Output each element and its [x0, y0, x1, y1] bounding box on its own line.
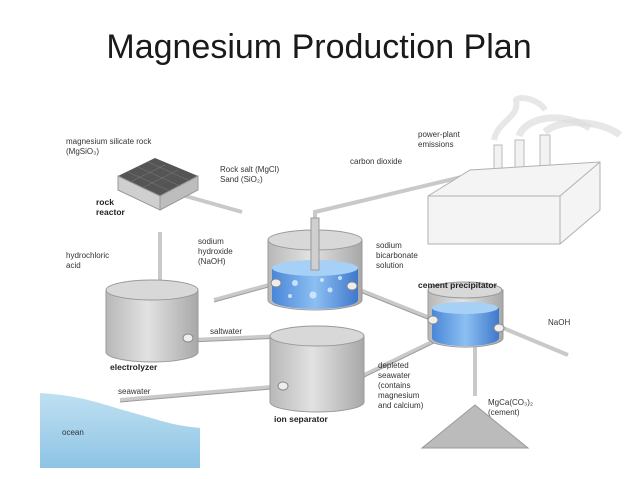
label-naoh-in: sodium	[198, 237, 224, 246]
label-rock-reactor: rock	[96, 197, 114, 207]
electrolyzer-tank	[105, 279, 199, 363]
label-rock-formula: (MgSiO₃)	[66, 147, 99, 156]
label-naoh-in-2: hydroxide	[198, 247, 233, 256]
label-depleted-3: (contains	[378, 381, 410, 390]
label-bicarb-3: solution	[376, 261, 404, 270]
ion-separator-tank	[269, 325, 365, 413]
rock-reactor	[117, 158, 199, 211]
sodium-hydroxide-tank	[267, 217, 363, 311]
label-saltwater: saltwater	[210, 327, 242, 336]
label-carbon-dioxide: carbon dioxide	[350, 157, 403, 166]
label-ocean: ocean	[62, 428, 84, 437]
label-sand: Sand (SiO₂)	[220, 175, 263, 184]
label-bicarb-2: bicarbonate	[376, 251, 418, 260]
label-depleted-2: seawater	[378, 371, 411, 380]
label-rock-reactor-2: reactor	[96, 207, 126, 217]
label-cement-formula: MgCa(CO₃)₂	[488, 398, 533, 407]
cement-precipitator-tank	[427, 281, 505, 348]
label-electrolyzer: electrolyzer	[110, 362, 158, 372]
label-rock: magnesium silicate rock	[66, 137, 152, 146]
ocean-shape	[40, 393, 200, 468]
label-emissions: power-plant	[418, 130, 461, 139]
label-cement: (cement)	[488, 408, 520, 417]
page-title: Magnesium Production Plan	[106, 28, 532, 66]
label-depleted: depleted	[378, 361, 409, 370]
label-depleted-5: and calcium)	[378, 401, 424, 410]
label-emissions-2: emissions	[418, 140, 454, 149]
label-ion-separator: ion separator	[274, 414, 329, 424]
label-naoh-right: NaOH	[548, 318, 570, 327]
power-plant	[427, 95, 623, 245]
label-seawater: seawater	[118, 387, 151, 396]
label-bicarb: sodium	[376, 241, 402, 250]
label-rock-salt: Rock salt (MgCl)	[220, 165, 279, 174]
label-hcl: hydrochloric	[66, 251, 109, 260]
label-hcl-2: acid	[66, 261, 81, 270]
label-depleted-4: magnesium	[378, 391, 420, 400]
label-naoh-in-3: (NaOH)	[198, 257, 226, 266]
label-cement-precipitator: cement precipitator	[418, 280, 498, 290]
cement-pile	[420, 404, 530, 449]
